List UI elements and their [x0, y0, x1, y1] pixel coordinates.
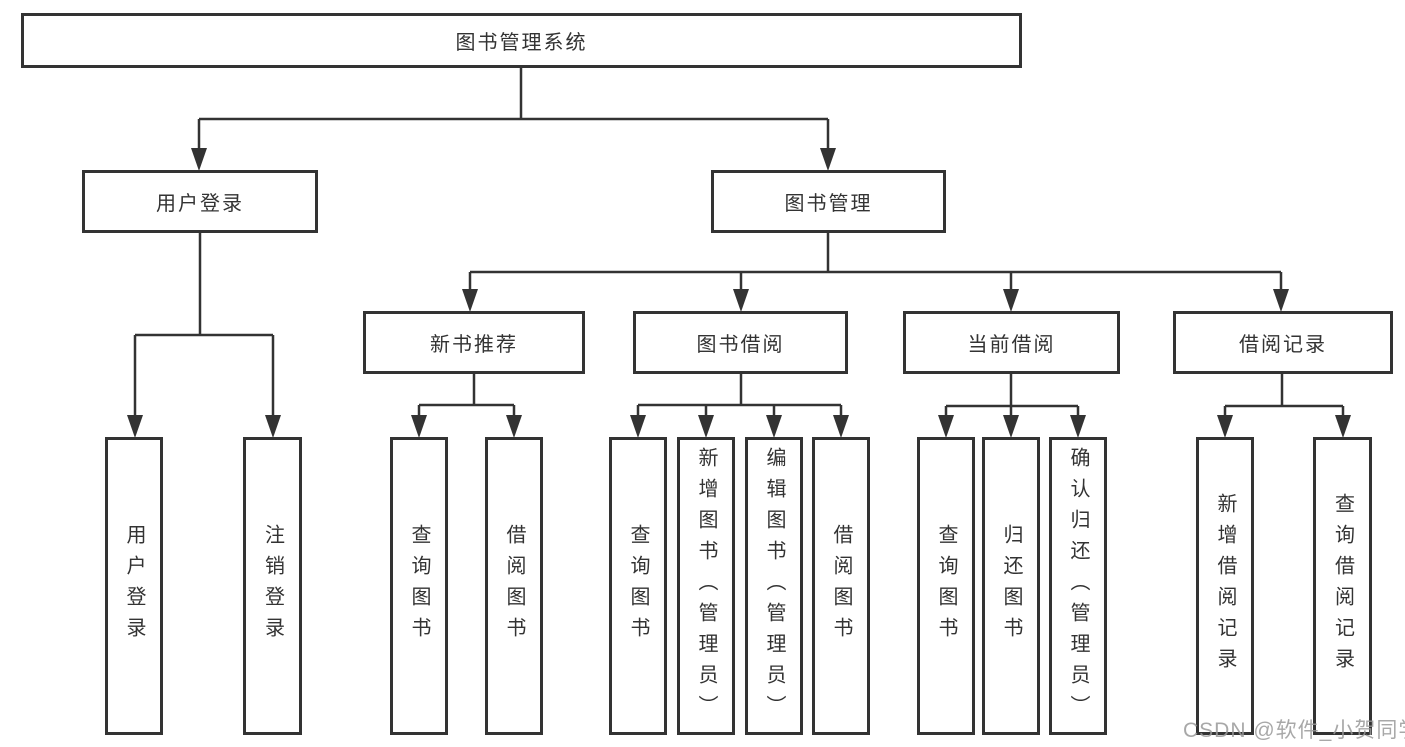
arrowhead — [938, 415, 954, 438]
node-library-management-system: 图书管理系统 — [21, 13, 1022, 68]
node-label: 图书借阅 — [696, 334, 785, 356]
leaf-query-books-current: 查询图书 — [917, 437, 975, 735]
connector-current-borrow-branch — [944, 374, 1080, 418]
node-label: 编辑图书（管理员） — [763, 446, 785, 726]
node-label: 归还图书 — [1000, 524, 1022, 648]
node-label: 查询图书 — [627, 524, 649, 648]
connector-new-book-branch — [417, 374, 516, 418]
arrowhead — [1217, 415, 1233, 438]
node-label: 查询图书 — [408, 524, 430, 648]
arrowhead — [1003, 415, 1019, 438]
connector-user-login-branch — [133, 233, 275, 418]
node-label: 确认归还（管理员） — [1067, 446, 1089, 726]
leaf-add-borrow-record: 新增借阅记录 — [1196, 437, 1254, 735]
node-label: 用户登录 — [156, 193, 244, 215]
node-book-borrowing: 图书借阅 — [633, 311, 848, 374]
leaf-user-login: 用户登录 — [105, 437, 163, 735]
connector-book-mgmt-branch — [468, 233, 1283, 292]
leaf-confirm-return-admin: 确认归还（管理员） — [1049, 437, 1107, 735]
arrowhead — [1335, 415, 1351, 438]
connector-book-borrow-branch — [636, 374, 843, 418]
node-label: 借阅图书 — [830, 524, 852, 648]
arrowhead — [265, 415, 281, 438]
arrowheads — [127, 148, 1351, 438]
arrowhead — [506, 415, 522, 438]
leaf-query-books-borrow: 查询图书 — [609, 437, 667, 735]
node-label: 借阅记录 — [1239, 334, 1327, 356]
node-label: 查询图书 — [935, 524, 957, 648]
arrowhead — [766, 415, 782, 438]
arrowhead — [127, 415, 143, 438]
leaf-add-book-admin: 新增图书（管理员） — [677, 437, 735, 735]
arrowhead — [411, 415, 427, 438]
leaf-borrow-books-borrow: 借阅图书 — [812, 437, 870, 735]
node-label: 图书管理 — [784, 193, 873, 215]
node-borrowing-records: 借阅记录 — [1173, 311, 1393, 374]
leaf-query-borrow-record: 查询借阅记录 — [1313, 437, 1372, 735]
leaf-logout: 注销登录 — [243, 437, 302, 735]
arrowhead — [733, 289, 749, 312]
arrowhead — [1273, 289, 1289, 312]
node-current-borrowing: 当前借阅 — [903, 311, 1120, 374]
node-label: 借阅图书 — [503, 524, 525, 648]
node-label: 用户登录 — [123, 524, 145, 648]
leaf-return-book: 归还图书 — [982, 437, 1040, 735]
arrowhead — [1070, 415, 1086, 438]
arrowhead — [630, 415, 646, 438]
leaf-borrow-books-recommend: 借阅图书 — [485, 437, 543, 735]
csdn-watermark: CSDN @软件_小贺同学 — [1183, 719, 1405, 742]
node-user-login: 用户登录 — [82, 170, 318, 233]
arrowhead — [820, 148, 836, 171]
node-new-book-recommendation: 新书推荐 — [363, 311, 585, 374]
node-label: 新增借阅记录 — [1214, 493, 1236, 679]
connector-borrow-record-branch — [1223, 374, 1345, 418]
leaf-query-books-recommend: 查询图书 — [390, 437, 448, 735]
leaf-edit-book-admin: 编辑图书（管理员） — [745, 437, 803, 735]
connector-paths — [133, 67, 1345, 418]
node-label: 新书推荐 — [430, 334, 518, 356]
node-label: 当前借阅 — [967, 334, 1056, 356]
arrowhead — [462, 289, 478, 312]
arrowhead — [833, 415, 849, 438]
connector-root-to-modules — [197, 67, 830, 152]
node-label: 注销登录 — [261, 524, 284, 648]
node-label: 图书管理系统 — [455, 32, 588, 54]
node-label: 查询借阅记录 — [1331, 493, 1354, 679]
node-label: 新增图书（管理员） — [695, 446, 717, 726]
arrowhead — [191, 148, 207, 171]
node-book-management: 图书管理 — [711, 170, 946, 233]
arrowhead — [698, 415, 714, 438]
arrowhead — [1003, 289, 1019, 312]
